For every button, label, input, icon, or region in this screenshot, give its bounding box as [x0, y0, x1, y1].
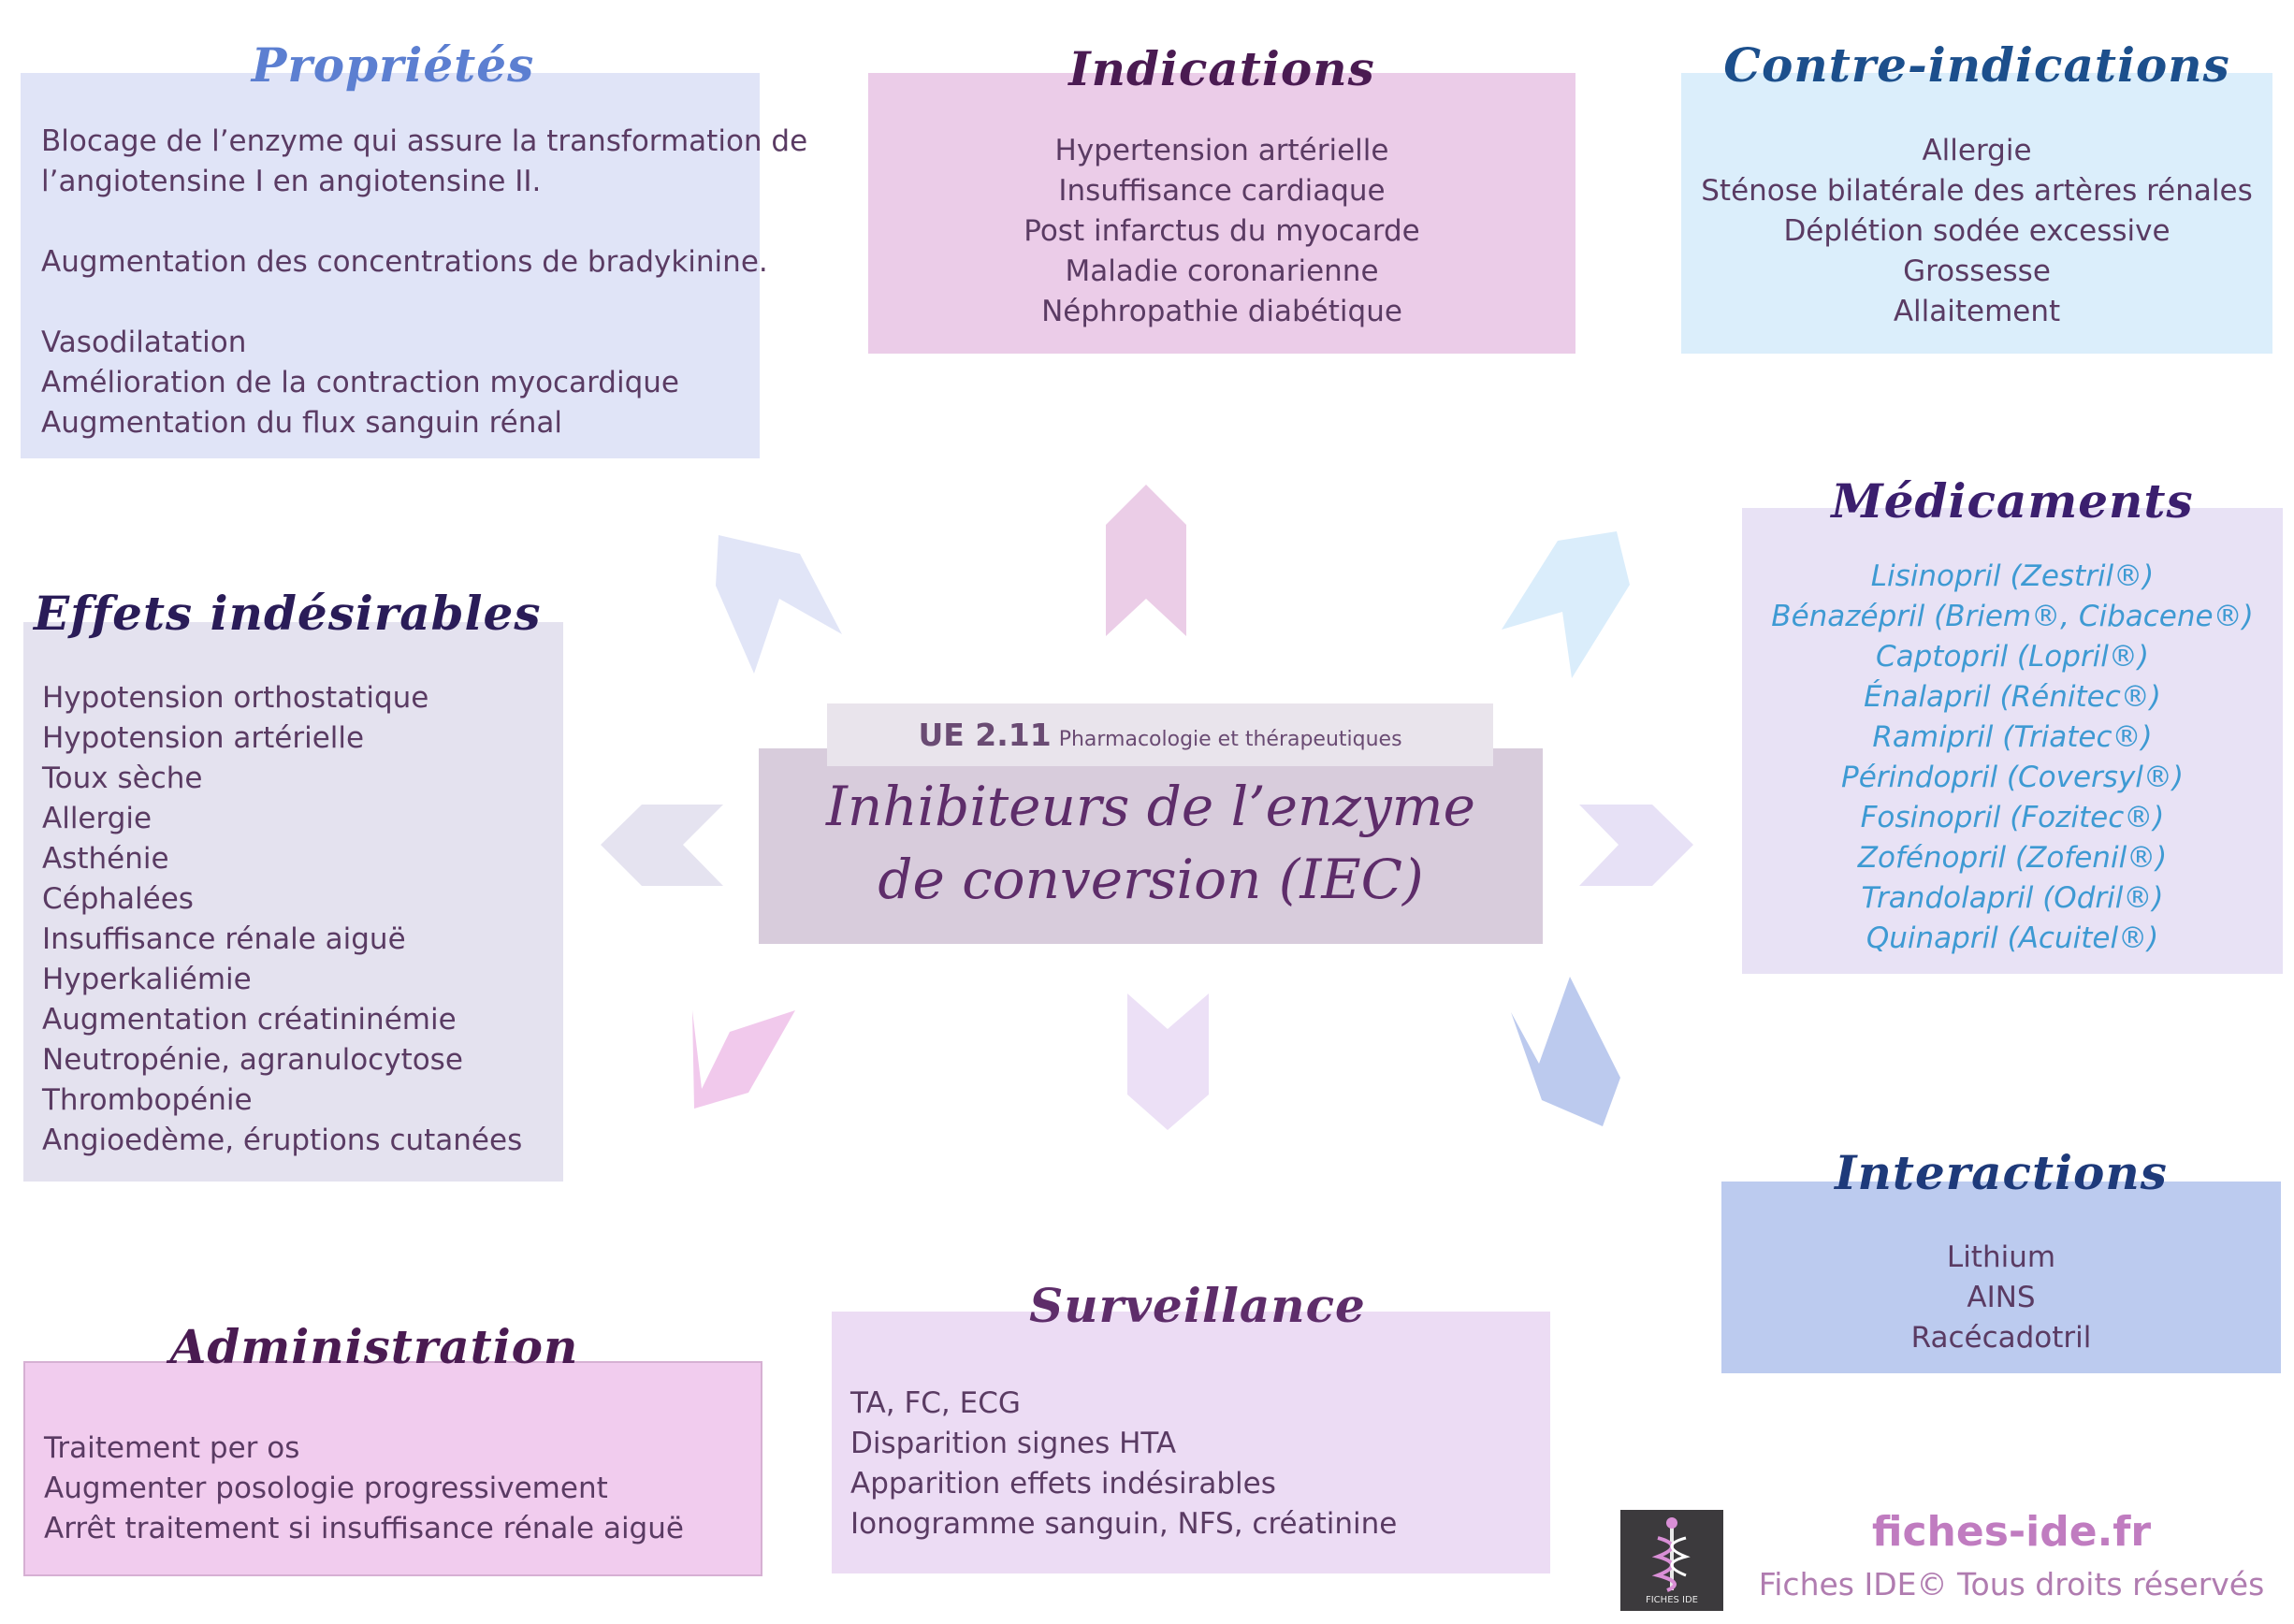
list-item: Allergie	[1922, 134, 2032, 167]
list-item: Augmentation du flux sanguin rénal	[41, 406, 563, 440]
list-item: TA, FC, ECG	[850, 1386, 1021, 1420]
ue-label: Pharmacologie et thérapeutiques	[1058, 728, 1402, 751]
list-item: Augmentation créatininémie	[42, 1003, 457, 1037]
list-item: Captopril (Lopril®)	[1875, 640, 2150, 674]
center-box	[759, 748, 1543, 944]
list-item: Ramipril (Triatec®)	[1872, 720, 2153, 754]
list-item: Neutropénie, agranulocytose	[42, 1043, 463, 1077]
list-item: Céphalées	[42, 882, 194, 916]
list-item: Zofénopril (Zofenil®)	[1857, 841, 2168, 875]
arrow-left	[601, 805, 723, 886]
list-item: Augmentation des concentrations de brady…	[41, 245, 768, 279]
list-item: Hyperkaliémie	[42, 963, 252, 996]
medicaments-box: Lisinopril (Zestril®) Bénazépril (Briem®…	[1742, 508, 2283, 974]
list-item: Vasodilatation	[41, 326, 247, 359]
surveillance-list: TA, FC, ECG Disparition signes HTA Appar…	[850, 1384, 1550, 1544]
list-item: Bénazépril (Briem®, Cibacene®)	[1771, 600, 2254, 633]
list-item: Hypotension orthostatique	[42, 681, 429, 715]
interactions-box: Lithium AINS Racécadotril	[1721, 1182, 2281, 1373]
administration-list: Traitement per os Augmenter posologie pr…	[44, 1428, 761, 1549]
arrow-up	[1106, 485, 1186, 636]
list-item: Lisinopril (Zestril®)	[1870, 559, 2155, 593]
list-item: Angioedème, éruptions cutanées	[42, 1124, 523, 1157]
indications-list: Hypertension artérielle Insuffisance car…	[868, 131, 1575, 332]
arrow-right	[1579, 805, 1693, 886]
list-item: Néphropathie diabétique	[1041, 295, 1402, 328]
list-item: Hypertension artérielle	[1054, 134, 1389, 167]
effets-list: Hypotension orthostatique Hypotension ar…	[42, 678, 563, 1161]
surveillance-title: Surveillance	[1029, 1278, 1366, 1333]
center-title-line1: Inhibiteurs de l’enzyme	[826, 775, 1475, 838]
list-item: Énalapril (Rénitec®)	[1864, 680, 2161, 714]
proprietes-list: Blocage de l’enzyme qui assure la transf…	[41, 122, 808, 443]
list-item: Blocage de l’enzyme qui assure la transf…	[41, 124, 808, 158]
ue-banner: UE 2.11 Pharmacologie et thérapeutiques	[827, 703, 1493, 766]
list-item: Ionogramme sanguin, NFS, créatinine	[850, 1507, 1398, 1541]
contre-indications-list: Allergie Sténose bilatérale des artères …	[1681, 131, 2272, 332]
fiches-ide-logo: FICHES IDE	[1620, 1510, 1723, 1611]
list-item: Insuffisance cardiaque	[1058, 174, 1386, 208]
indications-box: Hypertension artérielle Insuffisance car…	[868, 73, 1575, 354]
administration-box: Traitement per os Augmenter posologie pr…	[23, 1361, 762, 1576]
interactions-list: Lithium AINS Racécadotril	[1721, 1238, 2281, 1358]
arrow-down	[1127, 993, 1209, 1130]
medicaments-title: Médicaments	[1831, 473, 2194, 529]
list-item: Traitement per os	[44, 1431, 300, 1465]
list-item: Racécadotril	[1910, 1321, 2092, 1355]
list-item: Trandolapril (Odril®)	[1861, 881, 2164, 915]
proprietes-title: Propriétés	[251, 37, 535, 93]
copyright-text: Fiches IDE© Tous droits réservés	[1758, 1566, 2265, 1602]
list-item: Toux sèche	[42, 761, 203, 795]
arrow-up-right	[1502, 531, 1630, 678]
list-item: Périndopril (Coversyl®)	[1841, 761, 2184, 794]
effets-title: Effets indésirables	[34, 586, 542, 641]
list-item: Asthénie	[42, 842, 169, 876]
site-link[interactable]: fiches-ide.fr	[1871, 1508, 2152, 1556]
list-item: Amélioration de la contraction myocardiq…	[41, 366, 679, 399]
administration-title: Administration	[169, 1319, 579, 1374]
list-item: Déplétion sodée excessive	[1783, 214, 2171, 248]
proprietes-box: Blocage de l’enzyme qui assure la transf…	[21, 73, 808, 458]
list-item: AINS	[1967, 1281, 2036, 1314]
logo-text: FICHES IDE	[1645, 1595, 1698, 1605]
medicaments-list: Lisinopril (Zestril®) Bénazépril (Briem®…	[1742, 557, 2283, 959]
list-item: Hypotension artérielle	[42, 721, 365, 755]
list-item: Maladie coronarienne	[1065, 254, 1379, 288]
interactions-title: Interactions	[1835, 1145, 2168, 1200]
list-item: Lithium	[1946, 1240, 2056, 1274]
list-item: Grossesse	[1903, 254, 2051, 288]
list-item: l’angiotensine I en angiotensine II.	[41, 165, 542, 198]
list-item: Disparition signes HTA	[850, 1427, 1177, 1460]
list-item: Apparition effets indésirables	[850, 1467, 1276, 1501]
list-item: Arrêt traitement si insuffisance rénale …	[44, 1512, 684, 1545]
surveillance-box: TA, FC, ECG Disparition signes HTA Appar…	[832, 1312, 1550, 1573]
list-item: Allaitement	[1893, 295, 2061, 328]
list-item: Sténose bilatérale des artères rénales	[1701, 174, 2253, 208]
arrow-up-left	[716, 535, 842, 674]
list-item: Post infarctus du myocarde	[1024, 214, 1420, 248]
ue-code: UE 2.11	[918, 717, 1052, 753]
list-item: Fosinopril (Fozitec®)	[1860, 801, 2165, 834]
contre-indications-box: Allergie Sténose bilatérale des artères …	[1681, 73, 2272, 354]
arrow-down-left	[692, 1010, 795, 1109]
arrow-down-right	[1511, 977, 1620, 1126]
center-title-line2: de conversion (IEC)	[878, 848, 1424, 911]
list-item: Augmenter posologie progressivement	[44, 1472, 608, 1505]
list-item: Thrombopénie	[42, 1083, 253, 1117]
effets-box: Hypotension orthostatique Hypotension ar…	[23, 622, 563, 1182]
list-item: Quinapril (Acuitel®)	[1866, 921, 2159, 955]
indications-title: Indications	[1068, 41, 1375, 96]
caduceus-icon	[1651, 1517, 1691, 1592]
list-item: Insuffisance rénale aiguë	[42, 922, 406, 956]
contre-indications-title: Contre-indications	[1723, 37, 2230, 93]
list-item: Allergie	[42, 802, 152, 835]
